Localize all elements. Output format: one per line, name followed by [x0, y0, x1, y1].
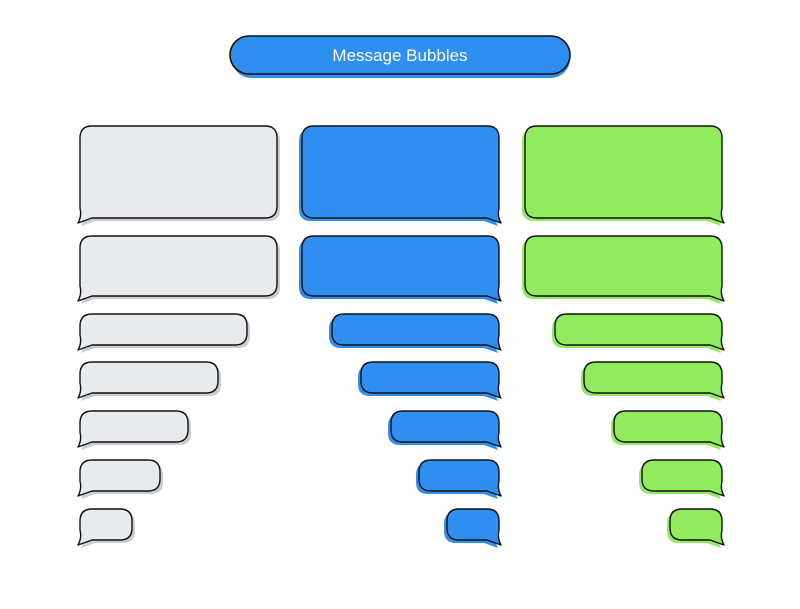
gray-bubble-body	[77, 125, 278, 224]
title-pill-body	[229, 35, 571, 75]
gray-bubble-4	[77, 361, 221, 401]
blue-bubble-1	[299, 125, 502, 226]
green-bubble-body	[613, 410, 725, 448]
green-bubble-4	[581, 361, 725, 401]
gray-bubble-3	[77, 313, 250, 353]
gray-bubble-body	[77, 459, 161, 497]
green-bubble-body	[524, 125, 725, 224]
gray-bubble-1	[77, 125, 280, 226]
blue-bubble-body	[360, 361, 502, 399]
gray-bubble-body	[77, 313, 248, 351]
green-bubble-body	[554, 313, 725, 351]
blue-bubble-body	[418, 459, 502, 497]
green-bubble-body	[583, 361, 725, 399]
blue-bubble-2	[299, 235, 502, 304]
title-label: Message Bubbles	[332, 46, 467, 65]
green-bubble-body	[669, 508, 725, 546]
title-pill: Message Bubbles	[229, 35, 571, 78]
green-bubble-7	[667, 508, 725, 548]
gray-bubble-7	[77, 508, 135, 548]
blue-bubble-body	[390, 410, 502, 448]
blue-bubble-body	[301, 235, 502, 302]
gray-bubble-body	[77, 361, 219, 399]
blue-bubble-body	[331, 313, 502, 351]
blue-bubble-7	[444, 508, 502, 548]
blue-bubble-body	[446, 508, 502, 546]
gray-bubble-column	[77, 125, 280, 548]
green-bubble-5	[611, 410, 725, 450]
gray-bubble-5	[77, 410, 191, 450]
green-bubble-body	[641, 459, 725, 497]
blue-bubble-body	[301, 125, 502, 224]
green-bubble-body	[524, 235, 725, 302]
gray-bubble-6	[77, 459, 163, 499]
green-bubble-column	[522, 125, 725, 548]
gray-bubble-body	[77, 410, 189, 448]
blue-bubble-column	[299, 125, 502, 548]
gray-bubble-2	[77, 235, 280, 304]
gray-bubble-body	[77, 235, 278, 302]
green-bubble-1	[522, 125, 725, 226]
blue-bubble-5	[388, 410, 502, 450]
blue-bubble-4	[358, 361, 502, 401]
green-bubble-3	[552, 313, 725, 353]
blue-bubble-6	[416, 459, 502, 499]
green-bubble-2	[522, 235, 725, 304]
blue-bubble-3	[329, 313, 502, 353]
green-bubble-6	[639, 459, 725, 499]
gray-bubble-body	[77, 508, 133, 546]
